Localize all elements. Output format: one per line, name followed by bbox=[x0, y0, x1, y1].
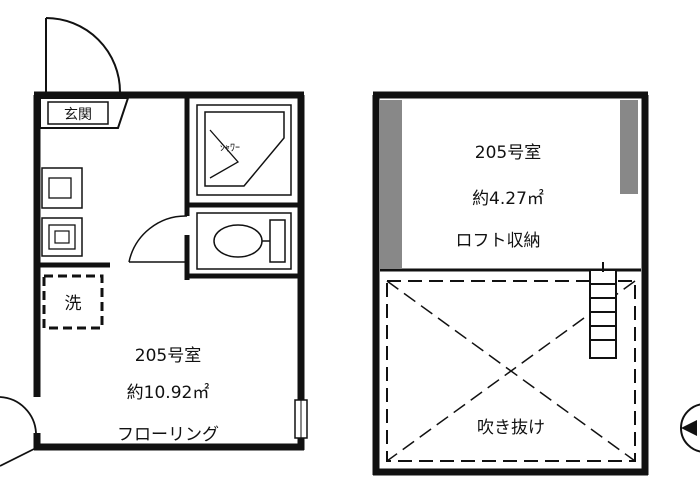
ladder-icon bbox=[589, 262, 617, 359]
laundry-label: 洗 bbox=[65, 294, 82, 314]
open-void: 吹き抜け bbox=[386, 280, 636, 462]
loft-pillar-right bbox=[620, 100, 638, 194]
shower-room: ｼｬﾜｰ bbox=[196, 104, 292, 196]
loft-room-type: ロフト収納 bbox=[456, 231, 541, 251]
loft-pillar-left bbox=[380, 100, 402, 268]
washer-space: 洗 bbox=[42, 274, 104, 330]
shower-label: ｼｬﾜｰ bbox=[220, 143, 240, 154]
entrance-door bbox=[45, 17, 121, 93]
interior-walls bbox=[38, 97, 299, 280]
loft-room-name: 205号室 bbox=[475, 143, 541, 163]
entrance-area: 玄関 bbox=[39, 97, 130, 129]
window-right bbox=[294, 399, 308, 439]
compass-icon bbox=[680, 403, 700, 453]
entrance-label: 玄関 bbox=[64, 106, 92, 123]
room-type: フローリング bbox=[117, 425, 219, 445]
toilet-door bbox=[128, 215, 188, 263]
loft-outer-walls bbox=[372, 91, 649, 476]
first-floor-plan: 玄関 ｼｬﾜｰ bbox=[0, 17, 308, 467]
toilet bbox=[196, 212, 292, 270]
room-area: 約10.92㎡ bbox=[127, 383, 210, 403]
loft-plan: 205号室 約4.27㎡ ロフト収納 吹き抜け bbox=[372, 91, 649, 476]
kitchen-counter bbox=[41, 167, 83, 257]
loft-room-area: 約4.27㎡ bbox=[472, 189, 544, 209]
balcony-door bbox=[0, 396, 37, 467]
void-label: 吹き抜け bbox=[477, 418, 545, 438]
outer-walls bbox=[33, 91, 305, 451]
room-name: 205号室 bbox=[135, 346, 201, 366]
